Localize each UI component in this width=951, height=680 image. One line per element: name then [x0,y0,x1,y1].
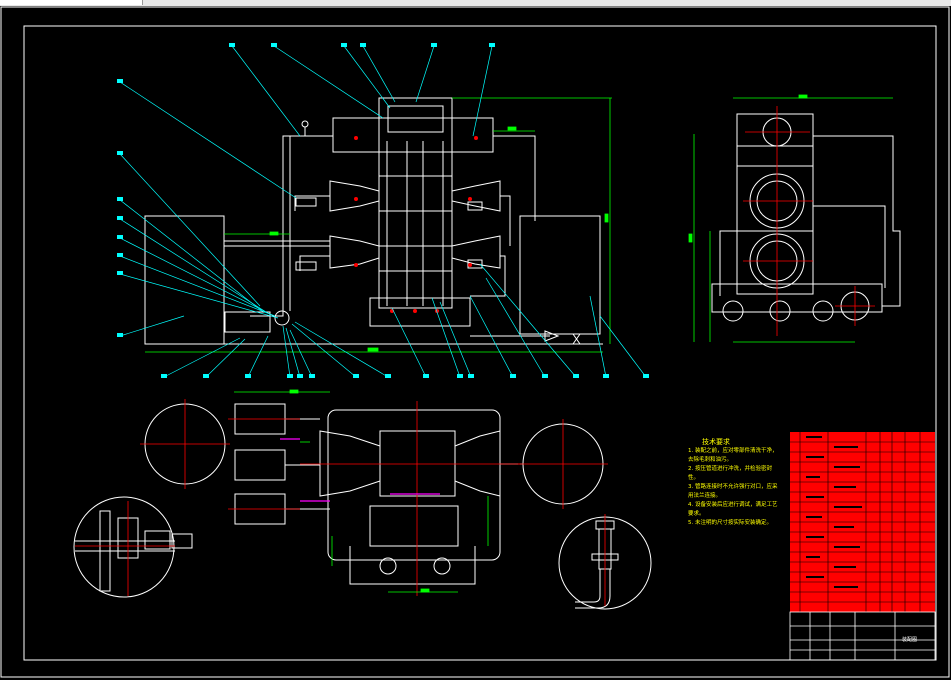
window-tab[interactable] [0,0,143,5]
note-item: 3. 管路连接时不允许强行对口，应采用法兰连接。 [688,484,778,499]
title-block [789,611,936,661]
leader-tags [117,43,649,378]
plan-view-dimensions [234,389,489,593]
side-view [711,113,901,322]
notes-heading: 技术要求 [702,438,730,446]
leader-lines [119,45,647,378]
side-view-centerlines [743,106,875,336]
cad-drawing-canvas[interactable] [0,6,951,680]
drawing-frame [0,6,950,678]
note-item: 5. 未注明的尺寸按实际安装确定。 [688,520,772,526]
front-view-valves [295,120,483,271]
note-item: 4. 设备安装后应进行调试，满足工艺要求。 [688,502,778,517]
front-view-red-marks [354,136,478,313]
detail-view-a-centerlines [75,501,175,596]
note-item: 2. 按压管道进行冲洗，并检验密封性。 [688,466,772,481]
front-view [144,97,603,345]
parts-list-table [790,432,935,612]
technical-notes: 技术要求 1. 装配之前，应对零部件清洗干净，去除毛刺和油污。 2. 按压管道进… [688,438,780,528]
drawing-name: 装配图 [902,637,918,643]
side-view-dimensions [688,94,893,343]
plan-view-pipes [280,438,440,502]
detail-view-a [73,496,193,598]
plan-view [144,403,604,585]
app-top-bar [0,0,951,6]
plan-view-centerlines [140,399,608,596]
front-view-dimensions [145,97,612,353]
note-item: 1. 装配之前，应对零部件清洗干净，去除毛刺和油污。 [688,448,778,463]
